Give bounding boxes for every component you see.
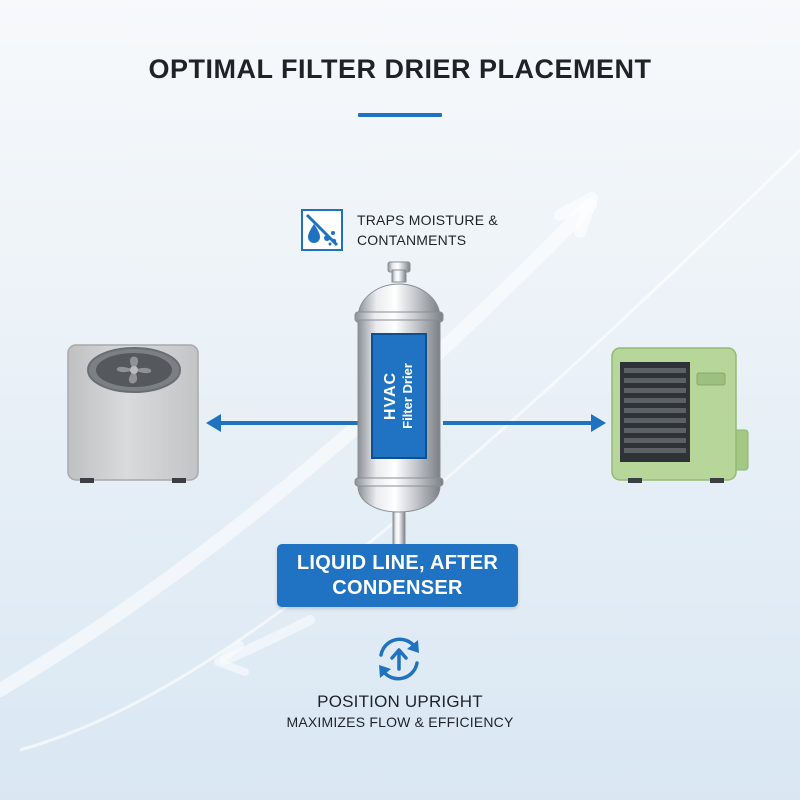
title-underline (358, 113, 442, 117)
moisture-note: TRAPS MOISTURE & CONTANMENTS (357, 210, 557, 250)
line-right (443, 421, 593, 425)
upright-rotate-icon (379, 637, 419, 681)
placement-line-2: CONDENSER (332, 576, 463, 599)
placement-callout: LIQUID LINE, AFTER CONDENSER (277, 544, 518, 607)
moisture-note-line-1: TRAPS MOISTURE & (357, 212, 498, 228)
drier-label-line-1: HVAC (382, 371, 399, 421)
placement-line-1: LIQUID LINE, AFTER (296, 551, 499, 574)
moisture-note-line-2: CONTANMENTS (357, 232, 467, 248)
page-title: OPTIMAL FILTER DRIER PLACEMENT (148, 54, 652, 84)
orientation-title: POSITION UPRIGHT (317, 692, 483, 711)
moisture-filter-icon (301, 209, 343, 251)
line-left (218, 421, 358, 425)
drier-label-line-2: Filter Drier (400, 363, 415, 429)
orientation-subtitle: MAXIMIZES FLOW & EFFICIENCY (286, 714, 514, 730)
filter-drier-label: HVAC Filter Drier (371, 333, 427, 459)
